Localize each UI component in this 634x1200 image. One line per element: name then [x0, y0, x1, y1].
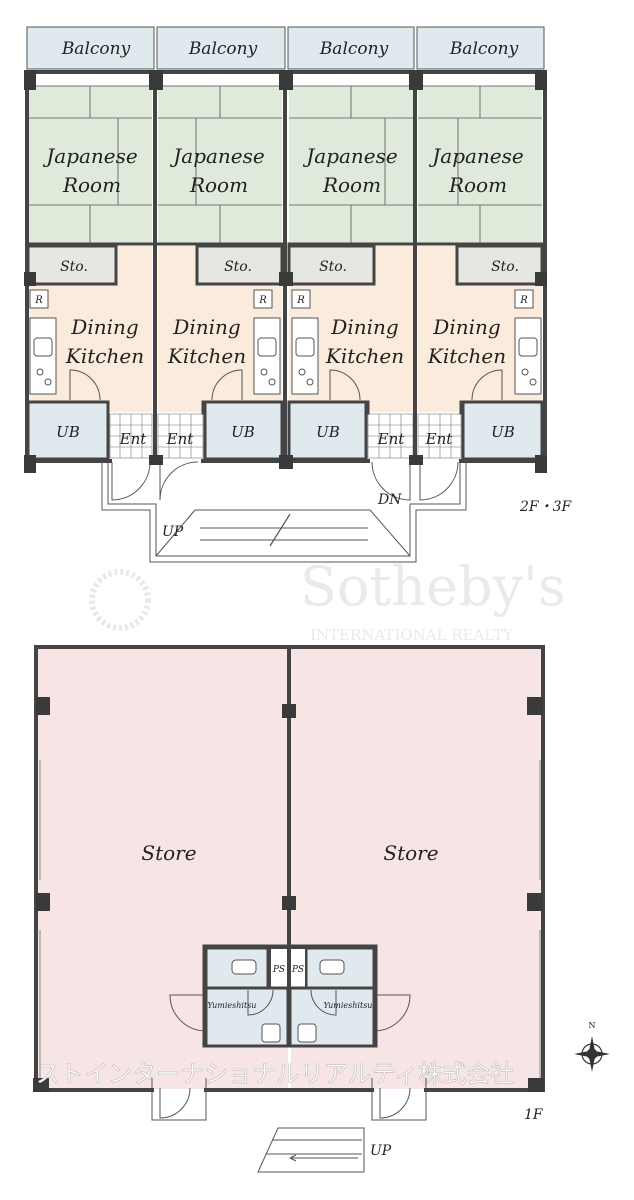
entrance-label-3: Ent [377, 430, 406, 448]
fridge-label-3: R [296, 295, 305, 306]
compass-rose-icon: N [574, 1021, 610, 1072]
ps-label-left: PS [272, 965, 285, 975]
stairs-up-label: UP [162, 524, 184, 540]
ground-floor-label: 1F [524, 1107, 544, 1123]
ground-columns [33, 697, 544, 1092]
ground-floor [33, 645, 545, 1173]
upper-floor [24, 26, 547, 563]
washroom-label-right: Yumieshitsu [324, 1001, 373, 1010]
japanese-room-label-3a: Japanese [302, 144, 397, 168]
store-label-right: Store [383, 841, 438, 865]
upper-floor-label: 2F・3F [519, 499, 573, 515]
japanese-room-label-1b: Room [62, 173, 121, 197]
balcony-label-1: Balcony [61, 39, 131, 59]
compass-north-label: N [589, 1021, 596, 1030]
columns [24, 70, 547, 473]
storage-label-1: Sto. [60, 259, 88, 275]
storage-label-2: Sto. [224, 259, 252, 275]
japanese-room-label-2b: Room [189, 173, 248, 197]
washroom-label-left: Yumieshitsu [208, 1001, 257, 1010]
core-rooms [204, 946, 376, 1048]
entrances [109, 413, 462, 459]
dining-kitchen-label-1a: Dining [70, 315, 138, 339]
ground-stair [257, 1127, 365, 1173]
dining-kitchen-label-4a: Dining [432, 315, 500, 339]
ground-door-swings [151, 989, 427, 1121]
dining-kitchen-label-1b: Kitchen [65, 344, 144, 368]
bath-label-3: UB [316, 423, 340, 441]
dining-kitchen-label-3b: Kitchen [325, 344, 404, 368]
tatami-lines [27, 86, 542, 243]
watermark-footer: ストインターナショナルリアルティ株式会社 [36, 1060, 514, 1088]
fridge-label-4: R [519, 295, 528, 306]
dining-kitchen-label-2a: Dining [172, 315, 240, 339]
window-lines [39, 760, 541, 1080]
entrance-label-1: Ent [119, 430, 148, 448]
watermark-brand: Sotheby's [300, 555, 566, 618]
dining-kitchen-label-4b: Kitchen [427, 344, 506, 368]
storage-label-4: Sto. [491, 259, 519, 275]
japanese-room-label-4a: Japanese [428, 144, 523, 168]
japanese-room-label-3b: Room [322, 173, 381, 197]
stairs-down-label: DN [377, 492, 402, 508]
balcony-label-2: Balcony [188, 39, 258, 59]
dining-kitchen-label-2b: Kitchen [167, 344, 246, 368]
ground-floor-labels: Store Store PS PS Yumieshitsu Yumieshits… [141, 841, 544, 1159]
bath-label-4: UB [491, 423, 515, 441]
fridge-label-2: R [258, 295, 267, 306]
bath-label-2: UB [231, 423, 255, 441]
ground-stairs-up-label: UP [370, 1143, 392, 1159]
ground-walls [34, 645, 545, 1092]
stair-corridor [101, 461, 467, 563]
watermark-tagline: INTERNATIONAL REALTY [310, 626, 514, 644]
japanese-room-label-4b: Room [448, 173, 507, 197]
dining-kitchen-label-3a: Dining [330, 315, 398, 339]
storage-label-3: Sto. [319, 259, 347, 275]
japanese-room-label-2a: Japanese [169, 144, 264, 168]
upper-floor-labels: Balcony Balcony Balcony Balcony Japanese… [34, 39, 572, 540]
japanese-room-label-1a: Japanese [42, 144, 137, 168]
fridge-label-1: R [34, 295, 43, 306]
balcony-label-3: Balcony [319, 39, 389, 59]
door-swings [69, 369, 503, 501]
bath-label-1: UB [56, 423, 80, 441]
balcony-label-4: Balcony [449, 39, 519, 59]
storage-rooms [26, 244, 544, 286]
kitchen-fixtures [29, 289, 542, 395]
entrance-label-2: Ent [166, 430, 195, 448]
balconies [26, 26, 545, 70]
store-label-left: Store [141, 841, 196, 865]
ps-label-right: PS [291, 965, 304, 975]
watermark: Sotheby's INTERNATIONAL REALTY [89, 555, 566, 644]
entrance-label-4: Ent [425, 430, 454, 448]
